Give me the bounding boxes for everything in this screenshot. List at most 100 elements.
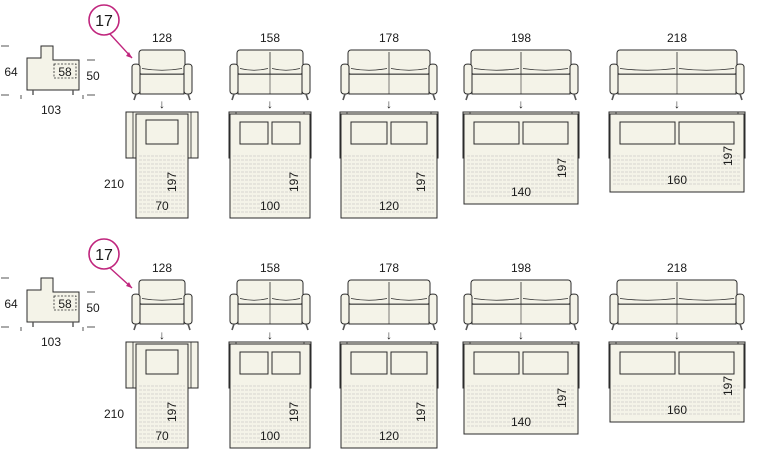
sofa-right-arm xyxy=(569,293,579,325)
sofa-width-label: 158 xyxy=(260,261,280,275)
sofa-width-label: 198 xyxy=(511,31,531,45)
pillow xyxy=(390,121,428,145)
mattress-width-label: 100 xyxy=(260,199,280,213)
cushion-seam xyxy=(522,298,569,301)
pillow xyxy=(145,119,179,145)
mattress-length-label: 197 xyxy=(721,146,735,166)
sofa-leg xyxy=(611,323,615,331)
cushion-seam xyxy=(350,298,388,301)
sofa-front-view xyxy=(229,49,311,101)
sofa-seat xyxy=(139,73,185,95)
sofa-leg xyxy=(573,323,577,331)
pillow xyxy=(350,121,388,145)
open-arrow: ↓ xyxy=(674,328,680,342)
cushion-seam xyxy=(473,68,520,71)
sofa-width-label: 128 xyxy=(152,261,172,275)
sofa-front-view xyxy=(609,279,745,331)
pillow xyxy=(271,121,301,145)
sofa-right-arm xyxy=(428,293,438,325)
bed-top-view xyxy=(608,341,746,423)
pillow xyxy=(350,351,388,375)
side-height-label: 64 xyxy=(4,297,18,311)
sofa-front-view xyxy=(229,279,311,331)
bed-top-view xyxy=(339,111,439,219)
pillow xyxy=(619,121,676,145)
sofa-leg xyxy=(187,323,191,331)
sofa-leg xyxy=(611,93,615,101)
pillow xyxy=(473,351,520,375)
pillow xyxy=(473,121,520,145)
cushion-seam xyxy=(390,68,428,71)
pillow xyxy=(619,351,676,375)
open-arrow: ↓ xyxy=(267,97,273,111)
side-silhouette xyxy=(26,277,80,323)
side-depth-label: 103 xyxy=(41,335,61,349)
bed-top-view xyxy=(125,341,199,449)
cushion-seam xyxy=(239,68,269,71)
badge-circle xyxy=(88,4,120,36)
badge-arrowhead xyxy=(126,52,132,58)
sofa-leg xyxy=(187,93,191,101)
sofa-leg xyxy=(133,323,137,331)
sofa-left-arm xyxy=(463,293,473,325)
bed-top-view xyxy=(339,341,439,449)
sofa-width-label: 128 xyxy=(152,31,172,45)
sofa-leg xyxy=(342,93,346,101)
cushion-seam xyxy=(141,68,183,71)
sofa-front-view xyxy=(463,49,579,101)
cushion-seam xyxy=(271,298,301,301)
open-arrow: ↓ xyxy=(386,328,392,342)
mattress-width-label: 160 xyxy=(667,403,687,417)
mattress-length-label: 197 xyxy=(721,376,735,396)
cushion-seam xyxy=(350,68,388,71)
side-seat-height-label: 50 xyxy=(86,301,100,315)
open-arrow: ↓ xyxy=(386,97,392,111)
callout-badge: 17 xyxy=(88,4,133,59)
side-height-label: 64 xyxy=(4,65,18,79)
badge-circle xyxy=(88,238,120,270)
badge-number: 17 xyxy=(95,13,113,30)
bed-length-label: 210 xyxy=(104,407,124,421)
sofa-left-arm xyxy=(463,63,473,95)
sofa-right-arm xyxy=(301,293,311,325)
sofa-left-arm xyxy=(131,293,141,325)
open-arrow: ↓ xyxy=(518,328,524,342)
sofa-width-label: 218 xyxy=(667,31,687,45)
sofa-leg xyxy=(305,323,309,331)
open-arrow: ↓ xyxy=(159,328,165,342)
pillow xyxy=(239,121,269,145)
pillow xyxy=(239,351,269,375)
cushion-seam xyxy=(678,68,735,71)
sofa-front-view xyxy=(131,49,193,101)
mattress-width-label: 120 xyxy=(379,199,399,213)
open-arrow: ↓ xyxy=(674,97,680,111)
pillow xyxy=(678,351,735,375)
sofa-front-view xyxy=(131,279,193,331)
sofa-leg xyxy=(231,93,235,101)
sofa-right-arm xyxy=(735,63,745,95)
sofa-right-arm xyxy=(183,293,193,325)
sofa-right-arm xyxy=(183,63,193,95)
sofa-leg xyxy=(573,93,577,101)
side-depth-label: 103 xyxy=(41,103,61,117)
sofa-leg xyxy=(739,93,743,101)
bed-top-view xyxy=(228,341,312,449)
pillow xyxy=(522,351,569,375)
bed-top-view xyxy=(462,111,580,205)
side-silhouette xyxy=(26,45,80,91)
sofa-leg xyxy=(133,93,137,101)
cushion-seam xyxy=(619,298,676,301)
cushion-seam xyxy=(473,298,520,301)
mattress-length-label: 197 xyxy=(414,172,428,192)
sofa-width-label: 158 xyxy=(260,31,280,45)
mattress-width-label: 100 xyxy=(260,429,280,443)
